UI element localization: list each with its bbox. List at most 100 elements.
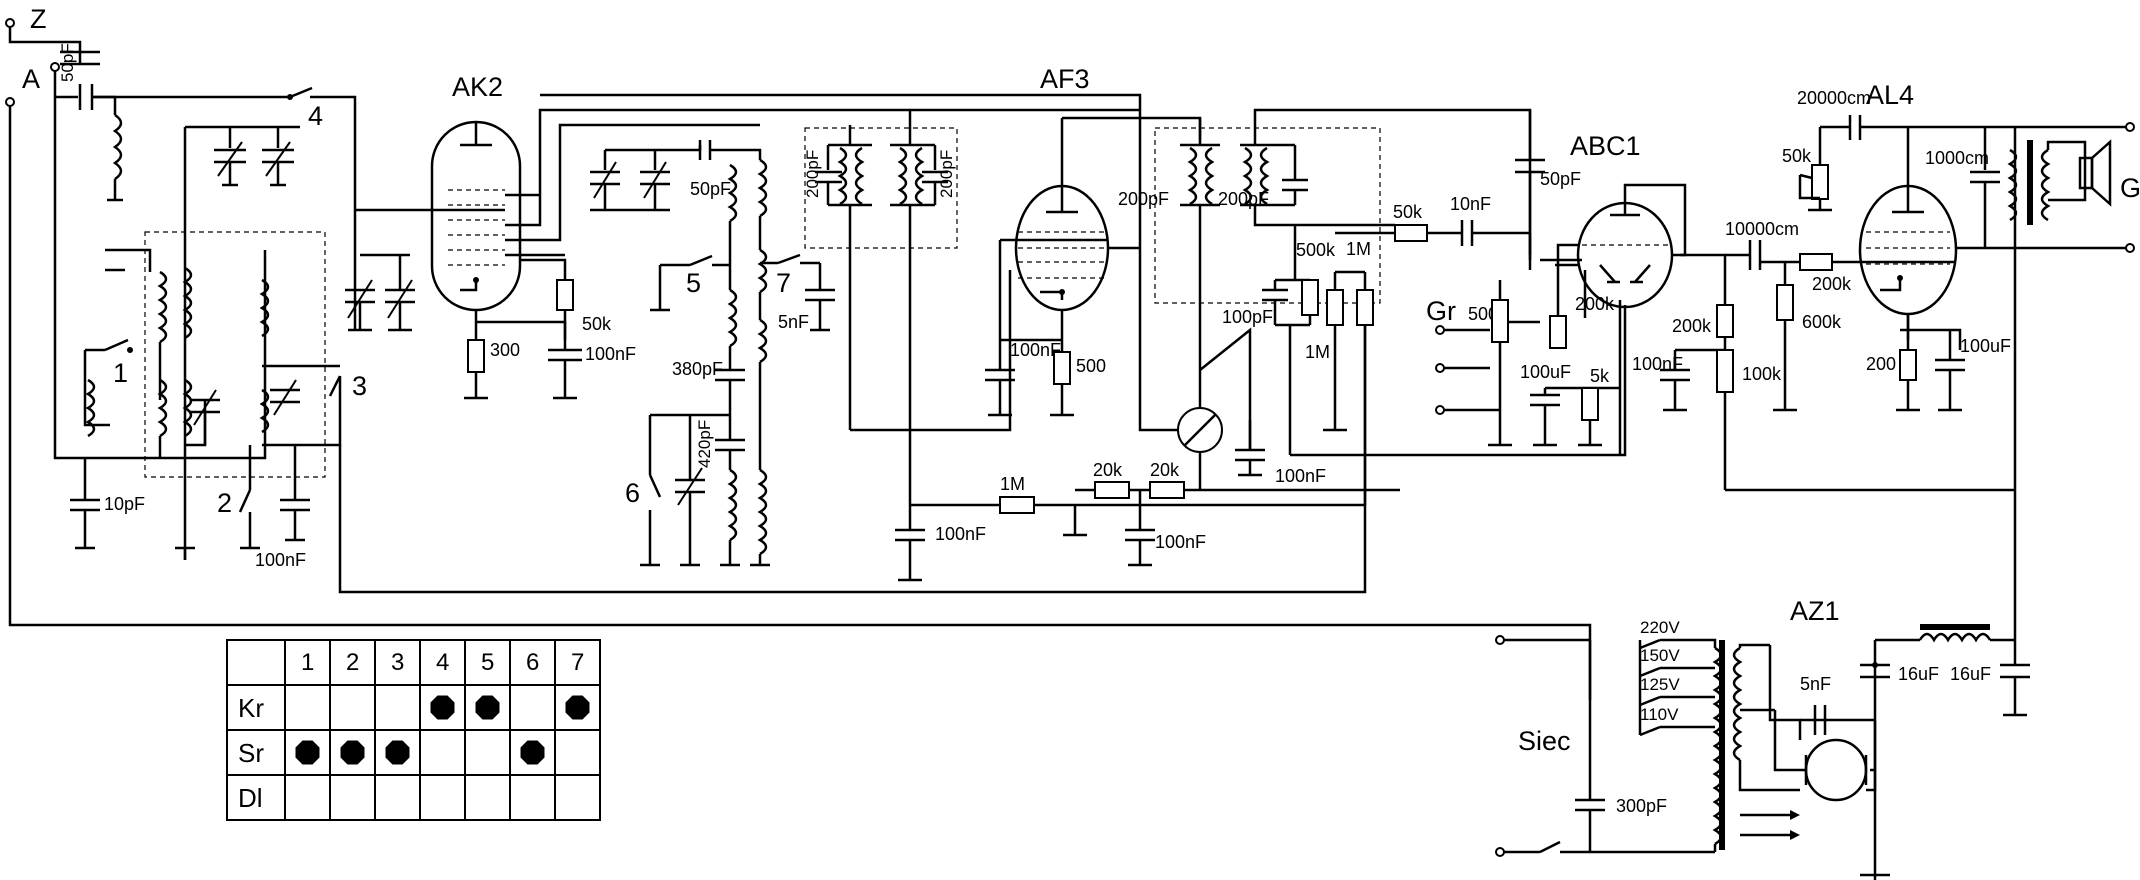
tube-ak2-label: AK2 [452, 72, 503, 102]
r-500 [1053, 351, 1071, 385]
mains-transformer-secondary [1732, 646, 1743, 762]
switch-on-dot [520, 740, 545, 765]
if-transformer-1: 200pF 200pF [803, 110, 1012, 505]
c-200pf-if1b-label: 200pF [937, 150, 956, 198]
if1-coil-c [897, 146, 908, 206]
v-110-label: 110V [1640, 705, 1679, 724]
input-z-label: Z [30, 4, 47, 34]
c-100nf-agc2-label: 100nF [1155, 532, 1206, 552]
r-200k-dec-label: 200k [1672, 316, 1712, 336]
switch-3-label: 3 [352, 371, 367, 401]
z-cap-label: 50pF [58, 43, 77, 82]
osc-coil-3 [757, 158, 768, 218]
r-20k-b [1149, 481, 1185, 499]
r-1m-agc-label: 1M [1000, 474, 1025, 494]
switch-on-dot [295, 740, 320, 765]
speaker-icon [2090, 139, 2112, 207]
v-125-label: 125V [1640, 675, 1680, 694]
switch-6 [648, 474, 662, 498]
switch-4 [289, 86, 313, 99]
c-5nf-rect-label: 5nF [1800, 674, 1831, 694]
switch-2 [238, 489, 252, 513]
c-300pf-label: 300pF [1616, 796, 1667, 816]
r-20k-b-label: 20k [1150, 460, 1180, 480]
r-1m-det-b [1356, 289, 1374, 326]
if2-coil-d [1259, 146, 1270, 206]
r-600k-label: 600k [1802, 312, 1842, 332]
r-100k-label: 100k [1742, 364, 1782, 384]
c-10nf-label: 10nF [1450, 194, 1491, 214]
antenna-coil-1 [157, 270, 168, 344]
abc1-stage: ABC1 50pF Gr 500k 200k [1426, 110, 1868, 490]
table-column-header: 1 [301, 649, 314, 676]
switch-on-dot [385, 740, 410, 765]
osc-coil-5 [757, 318, 768, 364]
table-column-header: 3 [391, 649, 404, 676]
c-50pf-det-label: 50pF [1540, 169, 1581, 189]
mains-label: Siec [1518, 726, 1571, 756]
v-220-label: 220V [1640, 618, 1680, 637]
table-row-label: Sr [238, 738, 264, 768]
out-terminal-1 [2125, 122, 2135, 132]
switch-7-label: 7 [776, 268, 791, 298]
r-1m-det-a [1326, 289, 1344, 326]
c-100nf-abc-label: 100nF [1632, 354, 1683, 374]
table-row-label: Kr [238, 693, 264, 723]
if2-shield [1154, 127, 1381, 304]
tube-al4-label: AL4 [1866, 80, 1914, 110]
c-100nf-ak2-label: 100nF [585, 344, 636, 364]
r-50k-ak2-label: 50k [582, 314, 612, 334]
osc-coil-1 [259, 278, 270, 338]
c-100nf-agc-label: 100nF [935, 524, 986, 544]
c-5nf-label: 5nF [778, 312, 809, 332]
if2-coil-c [1242, 146, 1253, 206]
table-column-header: 2 [346, 649, 359, 676]
al4-stage: AL4 20000cm 50k 200 100uF [1725, 80, 2140, 645]
r-50k-det-label: 50k [1393, 202, 1423, 222]
c-200pf-if1a-label: 200pF [803, 150, 822, 198]
r-200k-abc-label: 200k [1575, 294, 1615, 314]
osc-coil-2 [259, 388, 270, 434]
r-200k-dec [1716, 304, 1734, 338]
switch-on-dot [340, 740, 365, 765]
c-200pf-if2b-label: 200pF [1218, 189, 1269, 209]
switch-6-label: 6 [625, 478, 640, 508]
filter-choke [1918, 632, 1992, 643]
switch-7 [777, 253, 801, 265]
terminal-a [5, 97, 15, 107]
c-10pf-label: 10pF [104, 494, 145, 514]
r-50k-det [1394, 224, 1428, 242]
table-row-label: Dl [238, 783, 263, 813]
osc-coil-4 [757, 248, 768, 294]
r-300-label: 300 [490, 340, 520, 360]
r-100k [1716, 349, 1734, 393]
r-200k-abc [1549, 315, 1567, 349]
aux-coil [85, 378, 96, 438]
tube-az1 [1804, 738, 1868, 802]
r-200 [1899, 349, 1917, 381]
switch-1-label: 1 [113, 358, 128, 388]
c-100nf-meter-label: 100nF [1275, 466, 1326, 486]
r-200k-grid [1799, 253, 1833, 271]
r-20k-a [1094, 481, 1130, 499]
r-5k [1581, 387, 1599, 421]
antenna-coil [112, 113, 123, 181]
gr-terminal-2 [1435, 363, 1445, 373]
c-10000cm-label: 10000cm [1725, 219, 1799, 239]
af3-stage: AF3 100nF 500 1M 10 [540, 64, 1400, 582]
tube-af3-label: AF3 [1040, 64, 1090, 94]
table-column-header: 6 [526, 649, 539, 676]
if1-coil-b [854, 146, 865, 206]
r-20k-a-label: 20k [1093, 460, 1123, 480]
c-20000cm-label: 20000cm [1797, 88, 1871, 108]
pot-50k-label: 50k [1782, 146, 1812, 166]
grid-coil-2 [182, 378, 193, 438]
if1-shield [804, 127, 958, 249]
c-420pf-label: 420pF [695, 420, 714, 468]
switch-5 [689, 254, 713, 267]
if2-coil-b [1204, 146, 1215, 206]
pot-50k [1811, 164, 1829, 200]
tube-abc1 [1576, 201, 1674, 309]
tuner-shield [144, 231, 326, 478]
